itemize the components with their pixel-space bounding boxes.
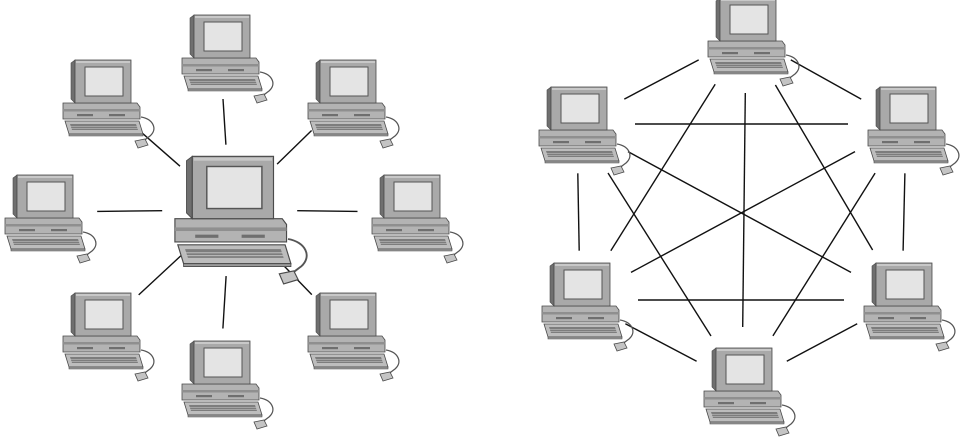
computer-graphic <box>62 292 155 382</box>
computer-graphic <box>703 347 796 437</box>
computer-graphic <box>307 59 400 149</box>
computer-graphic <box>173 155 308 285</box>
computer-graphic <box>62 59 155 149</box>
hub-computer-icon <box>173 155 308 285</box>
mesh-link-m-top-m-lower-left <box>610 83 716 252</box>
computer-icon <box>867 86 960 176</box>
computer-icon <box>541 262 634 352</box>
mesh-link-m-upper-right-m-lower-left <box>630 150 856 274</box>
star-link-n-left <box>97 210 163 213</box>
mesh-link-m-lower-right-m-upper-left <box>627 150 852 274</box>
computer-icon <box>707 0 800 87</box>
computer-icon <box>703 347 796 437</box>
computer-graphic <box>538 86 631 176</box>
computer-graphic <box>867 86 960 176</box>
mesh-link-m-top-m-upper-right <box>790 59 862 100</box>
computer-icon <box>307 59 400 149</box>
computer-graphic <box>181 14 274 104</box>
mesh-link-m-lower-left-m-upper-left <box>577 173 580 251</box>
star-link-n-top-right <box>276 129 313 165</box>
star-link-n-right <box>297 210 358 213</box>
mesh-link-m-top-m-upper-left <box>623 59 700 100</box>
mesh-link-m-upper-right-m-lower-right <box>902 173 906 251</box>
computer-icon <box>62 292 155 382</box>
computer-icon <box>371 174 464 264</box>
computer-icon <box>538 86 631 176</box>
links-layer <box>97 59 906 362</box>
computer-graphic <box>4 174 97 264</box>
computer-graphic <box>541 262 634 352</box>
mesh-link-m-top-m-lower-right <box>774 84 874 251</box>
mesh-link-m-top-m-bottom <box>742 92 746 328</box>
nodes-layer <box>4 0 960 437</box>
computer-icon <box>181 340 274 430</box>
computer-icon <box>307 292 400 382</box>
star-link-n-bottom <box>222 276 227 329</box>
computer-icon <box>863 262 956 352</box>
star-link-n-bottom-left <box>138 255 182 296</box>
computer-graphic <box>707 0 800 87</box>
mesh-link-m-upper-right-m-bottom <box>772 172 876 337</box>
computer-icon <box>181 14 274 104</box>
computer-icon <box>62 59 155 149</box>
computer-icon <box>4 174 97 264</box>
star-link-n-top-left <box>138 129 181 167</box>
computer-graphic <box>863 262 956 352</box>
star-link-n-top <box>222 98 227 145</box>
computer-graphic <box>181 340 274 430</box>
mesh-link-m-bottom-m-lower-left <box>625 323 697 362</box>
computer-graphic <box>307 292 400 382</box>
computer-graphic <box>371 174 464 264</box>
mesh-link-m-bottom-m-upper-left <box>607 172 712 337</box>
mesh-link-m-lower-right-m-bottom <box>786 323 858 362</box>
